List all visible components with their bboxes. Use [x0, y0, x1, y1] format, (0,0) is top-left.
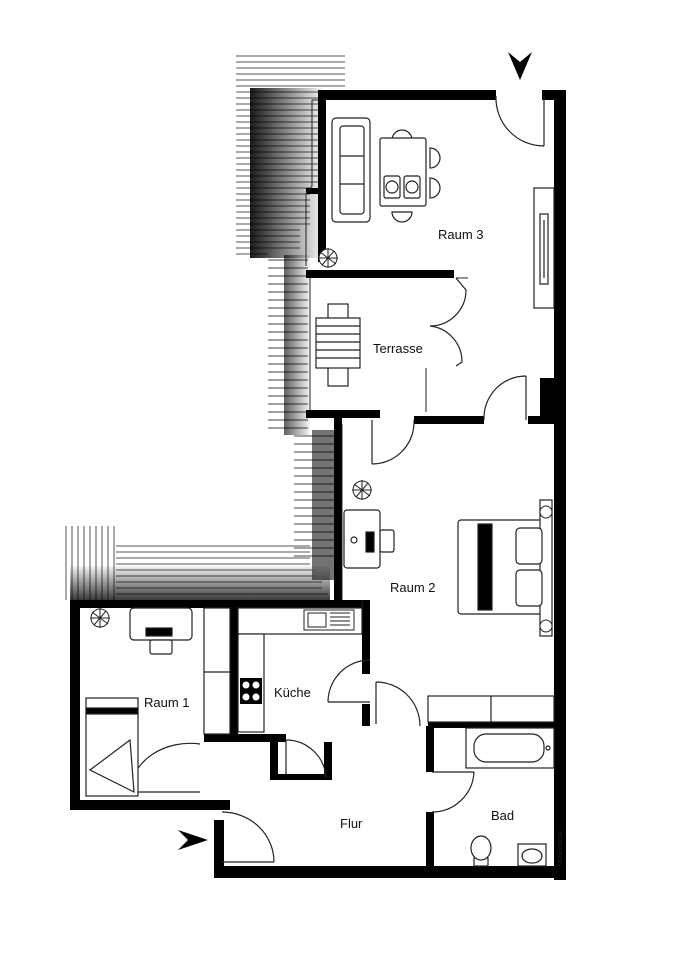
inner-lines: [305, 99, 468, 608]
dining-table-icon: [379, 129, 441, 223]
toilet-icon: [470, 835, 492, 867]
sink-icon: [303, 609, 355, 631]
room-label-flur: Flur: [340, 816, 363, 831]
entrance-arrow-icon: [508, 52, 532, 80]
desk-icon: [129, 607, 193, 655]
bathtub-icon: [465, 727, 555, 769]
wardrobe-icon: [427, 695, 555, 723]
terrace-hatching-lower: [294, 430, 336, 580]
terrace-hatching-upper: [236, 55, 345, 258]
room-label-kueche: Küche: [274, 685, 311, 700]
credit-text: MeGrundriss: [558, 832, 564, 866]
desk-icon: [343, 509, 395, 569]
doors: [129, 95, 545, 863]
terrace-table-icon: [315, 303, 361, 387]
room-label-bad: Bad: [491, 808, 514, 823]
shelf-icon: [203, 607, 231, 735]
bed-icon: [85, 697, 139, 797]
plant-icon: [352, 480, 372, 500]
washbasin-icon: [517, 843, 547, 867]
nightstand-icon: [539, 505, 553, 633]
entrance-arrow-icon: [178, 830, 208, 850]
bed-icon: [457, 499, 553, 637]
stove-icon: [240, 678, 262, 704]
sofa-icon: [331, 117, 371, 223]
sideboard-icon: [533, 187, 555, 309]
balcony-hatching-left: [65, 526, 330, 600]
room-label-raum-1: Raum 1: [144, 695, 190, 710]
room-label-raum-2: Raum 2: [390, 580, 436, 595]
walls: [70, 90, 566, 880]
plant-icon: [90, 608, 110, 628]
room-label-terrasse: Terrasse: [373, 341, 423, 356]
plant-icon: [318, 248, 338, 268]
terrace-hatching-middle: [268, 255, 310, 435]
room-label-raum-3: Raum 3: [438, 227, 484, 242]
